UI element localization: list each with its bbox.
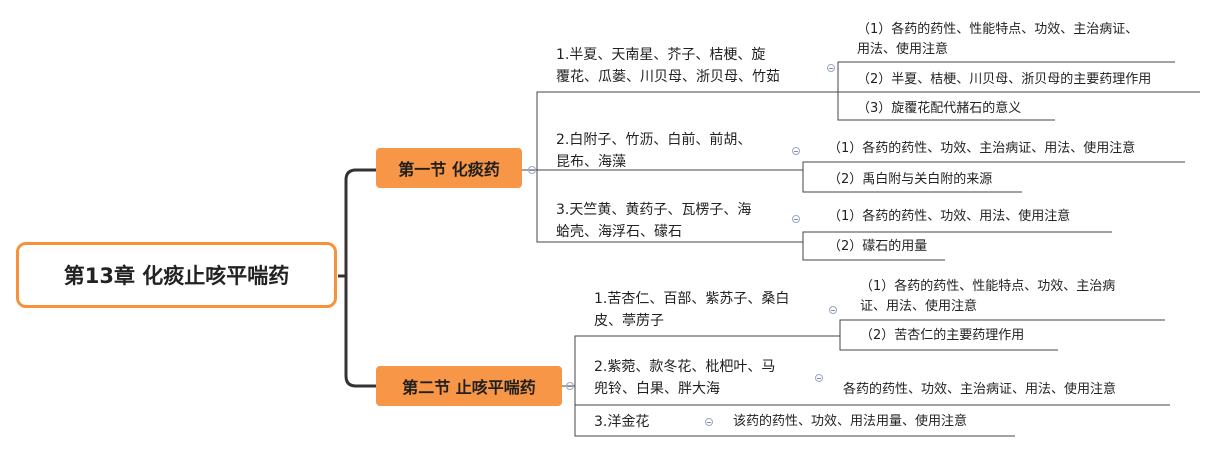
collapse-icon[interactable] bbox=[815, 374, 823, 382]
s1-g1-item-2: （2）半夏、桔梗、川贝母、浙贝母的主要药理作用 bbox=[857, 72, 1152, 87]
collapse-icon[interactable] bbox=[792, 215, 800, 223]
s1-g1-item-1: （1）各药的药性、性能特点、功效、主治病证、 用法、使用注意 bbox=[857, 20, 1138, 60]
s2-g3-item-1: 该药的药性、功效、用法用量、使用注意 bbox=[733, 414, 968, 429]
s1-g1-item-1-line-2: 用法、使用注意 bbox=[857, 42, 949, 57]
collapse-icon[interactable] bbox=[528, 166, 536, 174]
s2-g2-item-1: 各药的药性、功效、主治病证、用法、使用注意 bbox=[843, 382, 1117, 397]
collapse-icon[interactable] bbox=[566, 382, 574, 390]
s1-g2-item-1: （1）各药的药性、功效、主治病证、用法、使用注意 bbox=[828, 141, 1136, 156]
s2-group-2-line-2: 兜铃、白果、胖大海 bbox=[594, 381, 720, 397]
s1-group-2[interactable]: 2.白附子、竹沥、白前、前胡、 昆布、海藻 bbox=[556, 129, 751, 173]
root-topic[interactable]: 第13章 化痰止咳平喘药 bbox=[16, 242, 337, 308]
s2-g1-item-1-line-2: 证、用法、使用注意 bbox=[860, 299, 978, 314]
s1-group-3[interactable]: 3.天竺黄、黄药子、瓦楞子、海 蛤壳、海浮石、礞石 bbox=[556, 199, 751, 243]
s2-group-1-line-1: 1.苦杏仁、百部、紫苏子、桑白 bbox=[594, 291, 790, 307]
s2-group-1-line-2: 皮、葶苈子 bbox=[594, 313, 664, 329]
s1-group-3-line-2: 蛤壳、海浮石、礞石 bbox=[556, 224, 682, 240]
s1-g2-item-2: （2）禹白附与关白附的来源 bbox=[828, 172, 993, 187]
s2-g1-item-2: （2）苦杏仁的主要药理作用 bbox=[860, 328, 1025, 343]
collapse-icon[interactable] bbox=[827, 64, 835, 72]
section-2-title: 第二节 止咳平喘药 bbox=[402, 378, 536, 397]
s1-group-3-line-1: 3.天竺黄、黄药子、瓦楞子、海 bbox=[556, 202, 752, 218]
collapse-icon[interactable] bbox=[792, 147, 800, 155]
s2-group-2-line-1: 2.紫菀、款冬花、枇杷叶、马 bbox=[594, 359, 776, 375]
collapse-icon[interactable] bbox=[829, 306, 837, 314]
s1-group-2-line-2: 昆布、海藻 bbox=[556, 154, 626, 170]
s1-g1-item-3: （3）旋覆花配代赭石的意义 bbox=[857, 101, 1022, 116]
section-1-node[interactable]: 第一节 化痰药 bbox=[376, 148, 522, 188]
s1-group-1-line-2: 覆花、瓜蒌、川贝母、浙贝母、竹茹 bbox=[556, 69, 780, 85]
s2-group-3[interactable]: 3.洋金花 bbox=[594, 411, 649, 433]
s2-group-2[interactable]: 2.紫菀、款冬花、枇杷叶、马 兜铃、白果、胖大海 bbox=[594, 356, 775, 400]
root-title: 第13章 化痰止咳平喘药 bbox=[63, 264, 290, 288]
s1-group-1[interactable]: 1.半夏、天南星、芥子、桔梗、旋 覆花、瓜蒌、川贝母、浙贝母、竹茹 bbox=[556, 44, 780, 88]
s1-g1-item-1-line-1: （1）各药的药性、性能特点、功效、主治病证、 bbox=[857, 22, 1139, 37]
s2-g1-item-1-line-1: （1）各药的药性、性能特点、功效、主治病 bbox=[860, 279, 1116, 294]
section-1-title: 第一节 化痰药 bbox=[398, 160, 500, 179]
s2-group-3-line-1: 3.洋金花 bbox=[594, 414, 650, 430]
s2-g1-item-1: （1）各药的药性、性能特点、功效、主治病 证、用法、使用注意 bbox=[860, 277, 1115, 317]
s1-g3-item-2: （2）礞石的用量 bbox=[828, 239, 928, 254]
s1-group-1-line-1: 1.半夏、天南星、芥子、桔梗、旋 bbox=[556, 47, 766, 63]
section-2-node[interactable]: 第二节 止咳平喘药 bbox=[376, 366, 562, 406]
s1-group-2-line-1: 2.白附子、竹沥、白前、前胡、 bbox=[556, 132, 752, 148]
s1-g3-item-1: （1）各药的药性、功效、用法、使用注意 bbox=[828, 209, 1071, 224]
collapse-icon[interactable] bbox=[705, 418, 713, 426]
s2-group-1[interactable]: 1.苦杏仁、百部、紫苏子、桑白 皮、葶苈子 bbox=[594, 288, 789, 332]
